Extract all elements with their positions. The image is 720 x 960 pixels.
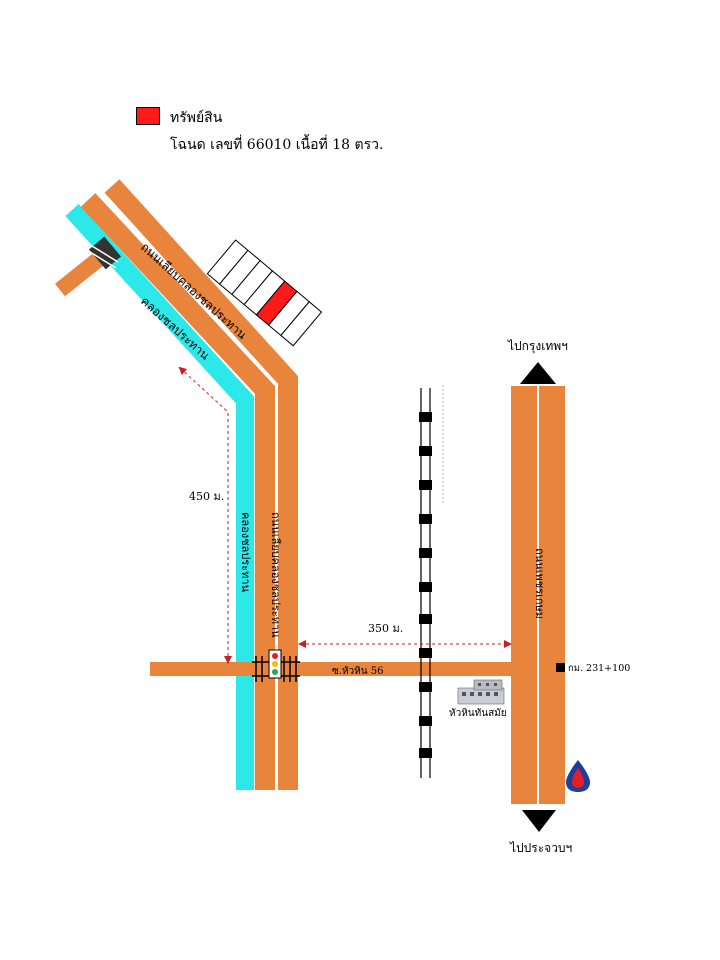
upper-road-right-lane	[104, 179, 298, 790]
legend-deed-text: โฉนด เลขที่ 66010 เนื้อที่ 18 ตรว.	[170, 137, 384, 153]
traffic-light-icon	[268, 649, 282, 679]
rail-tie	[419, 648, 432, 658]
soi-road	[150, 662, 522, 676]
canal-lower-label: คลองชลประทาน	[239, 512, 252, 593]
highway-label: ถนนเพชรเกษม	[533, 548, 546, 619]
north-arrow-icon	[520, 362, 556, 384]
upper-road-left-lane	[80, 193, 275, 790]
rail-tie	[419, 480, 432, 490]
vertical-road-label: ถนนเลียบคลองชลประทาน	[269, 512, 282, 638]
distance-450-line	[178, 366, 232, 664]
rail-tie	[419, 514, 432, 524]
distance-350-label: 350 ม.	[368, 622, 403, 635]
rail-tie	[419, 748, 432, 758]
distance-450-label: 450 ม.	[189, 490, 224, 503]
canal	[65, 203, 254, 790]
rail-tie	[419, 446, 432, 456]
railway	[419, 388, 432, 778]
rail-tie	[419, 716, 432, 726]
rail-tie	[419, 614, 432, 624]
soi-label: ซ.หัวหิน 56	[332, 666, 384, 677]
south-arrow-icon	[522, 810, 556, 832]
rail-tie	[419, 582, 432, 592]
km-marker-icon	[556, 663, 565, 672]
rail-tie	[419, 682, 432, 692]
km-label: กม. 231+100	[568, 663, 630, 674]
legend-property-label: ทรัพย์สิน	[170, 110, 223, 126]
fuel-station-icon	[566, 760, 590, 792]
property-lots	[206, 239, 323, 347]
south-direction-label: ไปประจวบฯ	[509, 841, 572, 855]
legend-swatch	[136, 107, 160, 125]
rail-tie	[419, 548, 432, 558]
landmark-label: หัวหินทันสมัย	[449, 708, 507, 719]
bridge-icon	[88, 236, 122, 270]
property-lot	[280, 301, 323, 347]
landmark-building-icon	[457, 679, 505, 705]
north-direction-label: ไปกรุงเทพฯ	[507, 339, 568, 354]
rail-tie	[419, 412, 432, 422]
